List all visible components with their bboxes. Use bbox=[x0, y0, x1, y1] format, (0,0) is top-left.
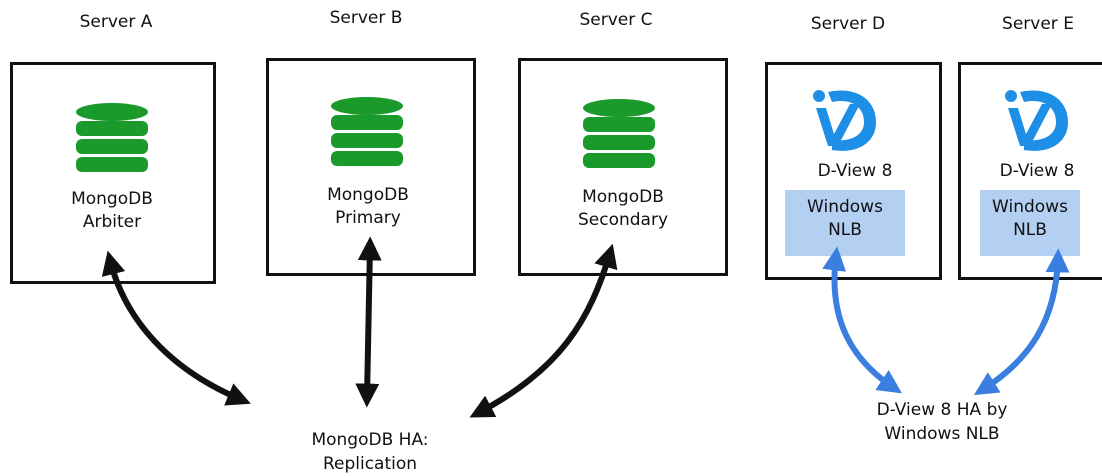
database-icon bbox=[331, 97, 403, 166]
server-d-nlb-box: Windows NLB bbox=[785, 190, 905, 256]
server-d-nlb-arrow bbox=[822, 246, 902, 394]
nlb-label-line2: NLB bbox=[828, 220, 862, 240]
database-icon bbox=[583, 99, 655, 168]
db-role: Secondary bbox=[577, 210, 669, 230]
server-e-nlb-arrow bbox=[973, 248, 1070, 396]
db-role: Arbiter bbox=[82, 212, 142, 232]
mongodb-ha-line1: MongoDB HA: bbox=[311, 430, 429, 450]
server-e-app-label: D-View 8 bbox=[999, 161, 1075, 181]
dview-ha-line1: D-View 8 HA by bbox=[876, 400, 1008, 420]
db-name: MongoDB bbox=[327, 185, 409, 205]
database-icon bbox=[76, 103, 148, 172]
db-name: MongoDB bbox=[582, 187, 664, 207]
server-b-title: Server B bbox=[329, 8, 403, 28]
server-b-db-label: MongoDB Primary bbox=[292, 184, 444, 230]
arbiter-replication-arrow bbox=[101, 250, 251, 406]
nlb-label-line1: Windows bbox=[992, 197, 1068, 217]
server-c-db-label: MongoDB Secondary bbox=[543, 186, 703, 232]
dview-logo-icon bbox=[813, 90, 876, 151]
server-d-title: Server D bbox=[810, 14, 886, 34]
mongodb-ha-line2: Replication bbox=[322, 454, 418, 474]
nlb-label-line2: NLB bbox=[1013, 220, 1047, 240]
server-a-box bbox=[10, 62, 216, 284]
db-role: Primary bbox=[335, 208, 401, 228]
db-name: MongoDB bbox=[71, 189, 153, 209]
dview-logo-icon bbox=[1005, 90, 1068, 151]
server-c-title: Server C bbox=[579, 10, 653, 30]
server-e-title: Server E bbox=[1002, 14, 1074, 34]
dview-ha-line2: Windows NLB bbox=[884, 424, 1000, 444]
server-d-app-label: D-View 8 bbox=[817, 161, 893, 181]
dview-ha-label: D-View 8 HA by Windows NLB bbox=[842, 398, 1042, 446]
primary-replication-arrow bbox=[355, 236, 382, 408]
secondary-replication-arrow bbox=[469, 243, 618, 418]
mongodb-ha-label: MongoDB HA: Replication bbox=[270, 428, 470, 476]
server-a-db-label: MongoDB Arbiter bbox=[36, 188, 188, 234]
nlb-label-line1: Windows bbox=[807, 197, 883, 217]
server-e-nlb-box: Windows NLB bbox=[980, 190, 1080, 256]
server-a-title: Server A bbox=[79, 12, 153, 32]
